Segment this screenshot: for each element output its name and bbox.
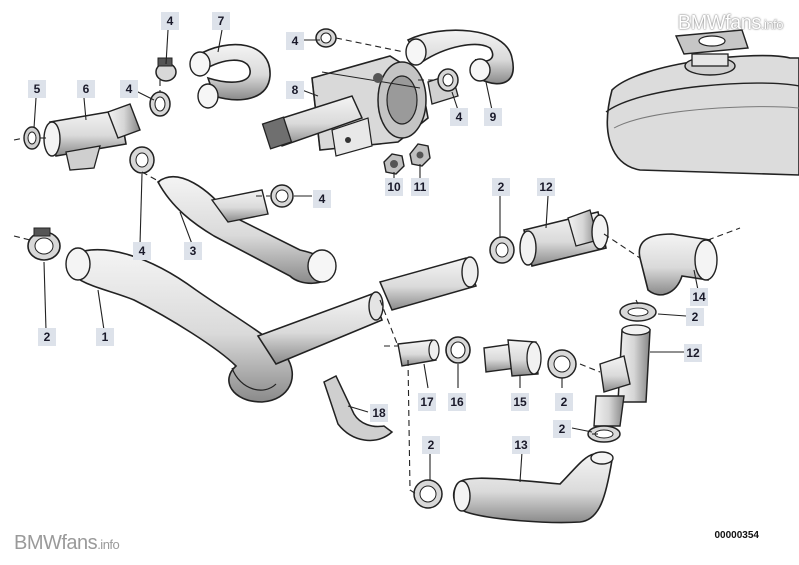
clamp-4-center — [270, 184, 294, 208]
clamp-2-lower-right — [587, 425, 621, 443]
connector-pipe — [378, 256, 479, 311]
clamp-4-right — [437, 68, 459, 92]
diagram-code: 00000354 — [714, 530, 760, 541]
tee-piece-12-upper — [519, 209, 609, 267]
callout-11: 11 — [411, 178, 429, 196]
callout-4-center-clamp: 4 — [313, 190, 331, 208]
tee-piece-6 — [43, 103, 141, 171]
callout-9: 9 — [484, 108, 502, 126]
hose-1 — [65, 247, 384, 403]
callout-12-upper: 12 — [537, 178, 555, 196]
callout-16: 16 — [448, 393, 466, 411]
clamp-4-top — [155, 57, 177, 82]
callout-10: 10 — [385, 178, 403, 196]
callout-4-middle-clamp: 4 — [133, 242, 151, 260]
clamp-2-left — [27, 227, 61, 261]
elbow-hose-14 — [638, 233, 718, 296]
callout-6: 6 — [77, 80, 95, 98]
hose-13 — [452, 451, 614, 524]
clamp-2-row — [547, 349, 577, 379]
hose-7 — [189, 43, 271, 109]
callout-2-right-clamp: 2 — [686, 308, 704, 326]
washer-5 — [23, 126, 41, 150]
clamp-2-bottom — [413, 479, 443, 509]
callout-12-lower: 12 — [684, 344, 702, 362]
callout-2-bottom-clamp: 2 — [422, 436, 440, 454]
nut-10 — [383, 153, 405, 175]
callout-4-left-clamp: 4 — [120, 80, 138, 98]
callout-4-right-clamp: 4 — [450, 108, 468, 126]
callout-5: 5 — [28, 80, 46, 98]
nut-11 — [409, 143, 431, 167]
callout-4-top-clamp: 4 — [161, 12, 179, 30]
callout-15: 15 — [511, 393, 529, 411]
tee-piece-12-lower — [593, 324, 651, 427]
bracket-18 — [323, 374, 394, 442]
callout-3: 3 — [184, 242, 202, 260]
clamp-2-upper — [489, 236, 515, 264]
callout-8: 8 — [286, 81, 304, 99]
callout-2-lower-right-clamp: 2 — [553, 420, 571, 438]
watermark-top: BMWfans.info — [677, 12, 784, 34]
watermark-bottom: BMWfans.info — [14, 532, 120, 554]
hose-9 — [405, 29, 514, 85]
assembly-lines — [13, 37, 741, 495]
callout-2-upper-clamp: 2 — [492, 178, 510, 196]
clamp-4-left — [149, 91, 171, 117]
heater-valve — [261, 55, 459, 157]
callout-2-row-clamp: 2 — [555, 393, 573, 411]
hose-3 — [156, 176, 337, 285]
clip-16 — [445, 336, 471, 364]
expansion-tank — [605, 29, 799, 176]
callout-18: 18 — [370, 404, 388, 422]
callout-7: 7 — [212, 12, 230, 30]
callout-1: 1 — [96, 328, 114, 346]
callout-13: 13 — [512, 436, 530, 454]
callout-14: 14 — [690, 288, 708, 306]
callout-4-upper-right-clamp: 4 — [286, 32, 304, 50]
callout-17: 17 — [418, 393, 436, 411]
clamp-4-middle — [129, 146, 155, 174]
pipe-17 — [397, 339, 440, 367]
reducer-15 — [483, 339, 542, 377]
clamp-2-right — [619, 302, 657, 322]
callout-2-left-clamp: 2 — [38, 328, 56, 346]
clamp-4-upper-right — [315, 28, 337, 48]
